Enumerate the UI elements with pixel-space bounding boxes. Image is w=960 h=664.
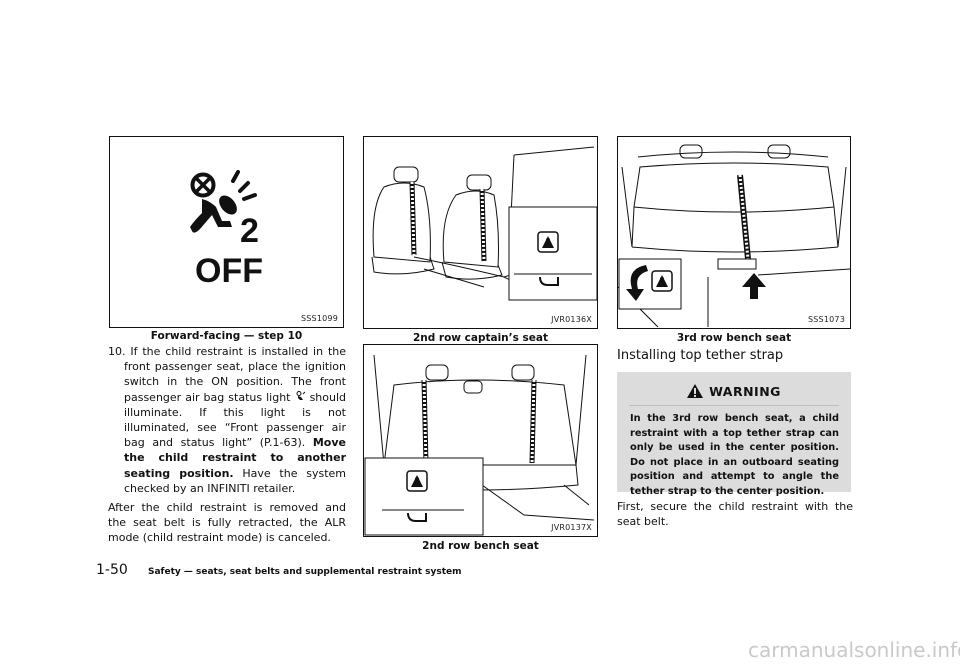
closing-paragraph: After the child restraint is removed and… <box>108 501 346 545</box>
step-10: 10. If the child restraint is installed … <box>108 344 346 496</box>
warning-body: In the 3rd row bench seat, a child restr… <box>630 413 839 497</box>
figure-code: SSS1073 <box>808 315 845 324</box>
step-text-b: should illuminate. If this light is not … <box>124 390 347 450</box>
tether-anchor-icon <box>651 270 673 292</box>
figure-code: SSS1099 <box>301 314 338 323</box>
figure-captain-seat: JVR0136X <box>363 136 598 329</box>
warning-divider <box>629 405 839 406</box>
figure-caption: 2nd row captain’s seat <box>412 332 549 344</box>
captain-seat-illustration <box>371 146 597 301</box>
figure-caption: 2nd row bench seat <box>422 540 539 552</box>
3rd-row-illustration <box>618 144 850 328</box>
airbag-number-label: 2 <box>240 212 259 250</box>
page-number: 1-50 <box>96 562 128 578</box>
figure-caption: Forward-facing — step 10 <box>150 330 303 342</box>
section-title: Installing top tether strap <box>617 348 784 363</box>
step-text-a: If the child restraint is installed in t… <box>124 345 346 404</box>
figure-code: JVR0137X <box>551 523 592 532</box>
figure-2nd-row-bench: JVR0137X <box>363 344 598 537</box>
figure-caption: 3rd row bench seat <box>676 332 792 344</box>
airbag-off-label: OFF <box>195 252 263 290</box>
figure-code: JVR0136X <box>551 315 592 324</box>
right-paragraph: First, secure the child restraint with t… <box>617 500 853 529</box>
tether-anchor-icon <box>406 470 428 492</box>
step-text-c: Have the system checked by an INFINITI r… <box>124 466 347 495</box>
watermark: carmanualsonline.info <box>748 638 960 662</box>
warning-heading: WARNING <box>617 384 851 399</box>
arrow-icon <box>626 265 648 301</box>
figure-3rd-row-bench: SSS1073 <box>617 136 851 329</box>
warning-title: WARNING <box>709 384 781 399</box>
arrow-icon <box>742 273 766 299</box>
warning-triangle-icon <box>687 384 704 398</box>
left-column-text: 10. If the child restraint is installed … <box>108 344 346 546</box>
step-number: 10. <box>108 345 126 358</box>
figure-airbag-off: 2 OFF SSS1099 <box>109 136 344 328</box>
footer-section-title: Safety — seats, seat belts and supplemen… <box>148 567 462 577</box>
bench-seat-illustration <box>364 354 595 536</box>
step-bold-text: Move the child restraint to another seat… <box>124 436 346 480</box>
tether-anchor-icon <box>537 231 559 253</box>
warning-box: WARNING In the 3rd row bench seat, a chi… <box>617 372 851 497</box>
airbag-status-light-icon: 2 OFF <box>190 170 263 290</box>
airbag-status-light-icon <box>296 390 305 400</box>
